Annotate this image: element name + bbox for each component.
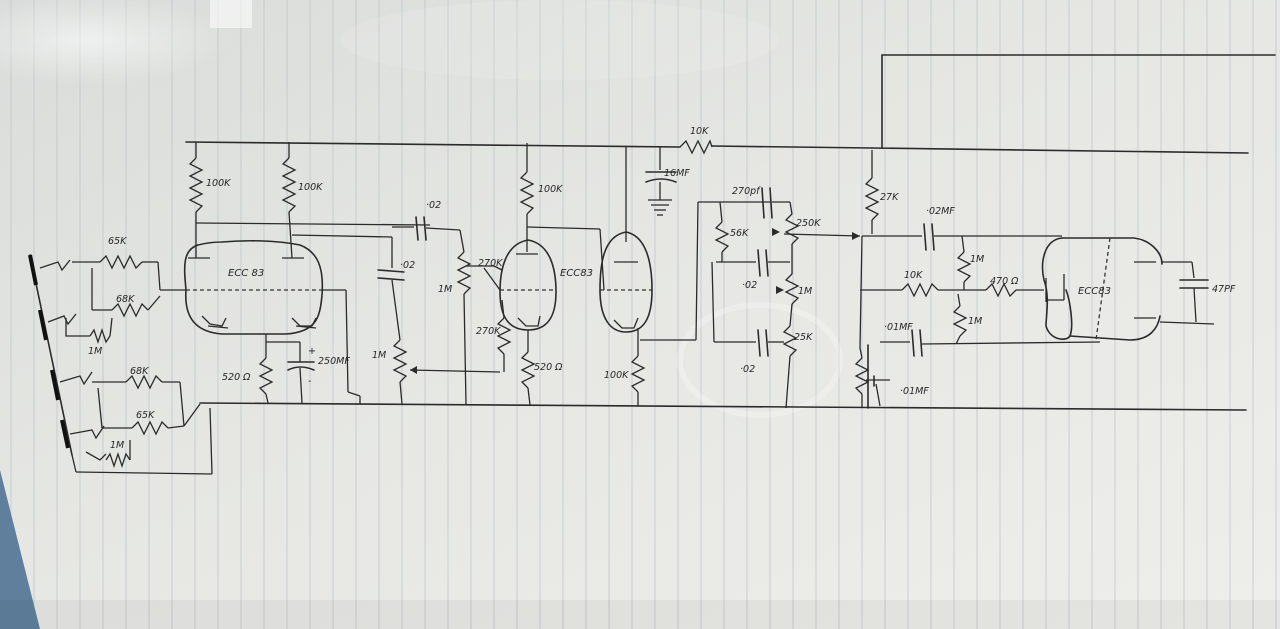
label-r-supply: 10K bbox=[690, 126, 709, 137]
label-pot-volume-1: 1M bbox=[438, 284, 452, 295]
label-plus: + bbox=[308, 346, 316, 357]
label-r-pi-4: 470 Ω bbox=[990, 276, 1019, 287]
label-r-follower: 100K bbox=[604, 370, 629, 381]
label-pot-bass: 25K bbox=[794, 332, 813, 343]
label-r-cathode-1: 520 Ω bbox=[222, 372, 251, 383]
label-r-grid-2: 1M bbox=[110, 440, 124, 451]
label-c-pi-2: ·01MF bbox=[884, 322, 913, 333]
labels: 100K 100K 100K 10K 16MF 65K 68K 1M 68K 6… bbox=[88, 126, 1236, 451]
label-c-coupling-1: ·02 bbox=[426, 200, 441, 211]
label-pot-treble: 250K bbox=[796, 218, 821, 229]
label-r-input-4: 65K bbox=[136, 410, 155, 421]
label-pot-volume-2: 1M bbox=[372, 350, 386, 361]
label-r-input-1: 65K bbox=[108, 236, 127, 247]
label-r-input-3: 68K bbox=[130, 366, 149, 377]
label-c-coupling-2: ·02 bbox=[400, 260, 415, 271]
label-r-tone-1: 56K bbox=[730, 228, 749, 239]
coupling-section-1 bbox=[377, 216, 501, 405]
tone-stack bbox=[711, 187, 861, 409]
label-r-grid-leak-1: 270K bbox=[478, 258, 503, 269]
input-network-1 bbox=[65, 254, 186, 345]
label-pot-middle: 1M bbox=[798, 286, 812, 297]
label-c-tone-1: 270pf bbox=[732, 186, 761, 197]
label-r-grid-leak-2: 270K bbox=[476, 326, 501, 337]
supply-filter bbox=[645, 139, 713, 216]
v3-follower bbox=[599, 146, 770, 406]
ground-rail bbox=[199, 344, 1247, 411]
label-c-tone-3: ·02 bbox=[740, 364, 755, 375]
label-r-tone-2: 27K bbox=[880, 192, 899, 203]
label-c-pi-1: ·02MF bbox=[926, 206, 955, 217]
label-minus: - bbox=[308, 376, 312, 387]
label-c-tone-2: ·02 bbox=[742, 280, 757, 291]
label-c-cathode: 250MF bbox=[318, 356, 350, 367]
supply-rail bbox=[185, 54, 1276, 154]
label-tube-3: ECC83 bbox=[1078, 286, 1111, 297]
label-r-pi-3: 1M bbox=[968, 316, 982, 327]
input-network-2 bbox=[71, 374, 213, 475]
label-tube-1: ECC 83 bbox=[228, 268, 264, 279]
label-r-cathode-2: 520 Ω bbox=[534, 362, 563, 373]
label-r-plate-2: 100K bbox=[298, 182, 323, 193]
label-r-pi-2: 1M bbox=[970, 254, 984, 265]
label-tube-2: ECC83 bbox=[560, 268, 593, 279]
label-c-pi-3: ·01MF bbox=[900, 386, 929, 397]
label-c-filter: 16MF bbox=[664, 168, 690, 179]
label-c-output: 47PF bbox=[1212, 284, 1236, 295]
label-r-pi-1: 10K bbox=[904, 270, 923, 281]
v1-stage bbox=[183, 142, 431, 404]
label-r-plate-1: 100K bbox=[206, 178, 231, 189]
phase-inverter bbox=[854, 150, 1215, 408]
input-jacks bbox=[28, 254, 105, 456]
label-r-plate-3: 100K bbox=[538, 184, 563, 195]
label-r-input-2: 68K bbox=[116, 294, 135, 305]
label-r-grid-1: 1M bbox=[88, 346, 102, 357]
v2-stage bbox=[483, 143, 605, 406]
